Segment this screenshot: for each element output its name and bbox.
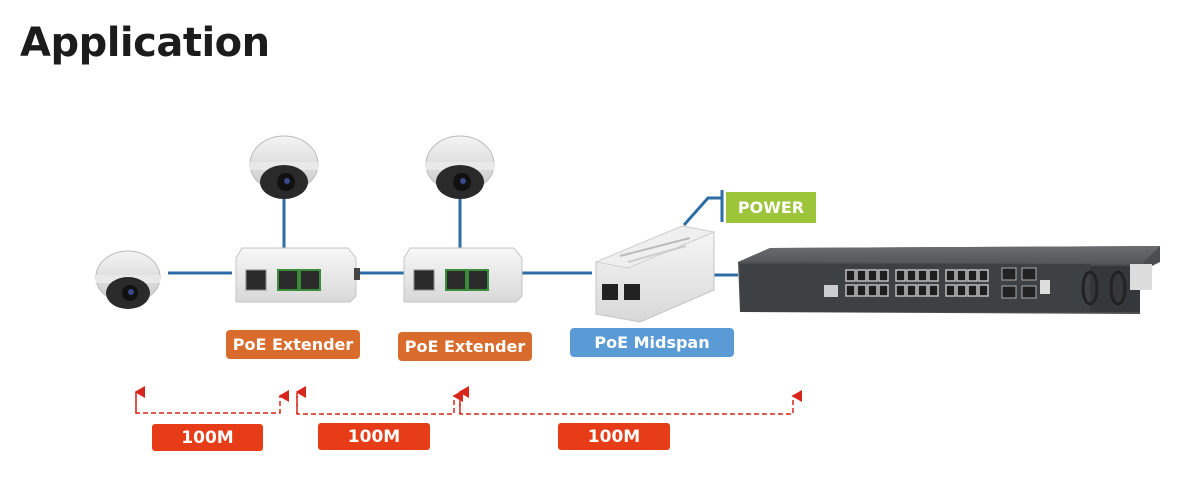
- switch-port: [856, 284, 867, 297]
- camera-icon: [249, 135, 319, 199]
- poe-extender-icon: [403, 247, 523, 303]
- distance-bracket-3: [459, 390, 802, 415]
- cables: [168, 190, 738, 277]
- switch-port: [867, 284, 878, 297]
- switch-port: [878, 284, 889, 297]
- switch-port: [878, 269, 889, 282]
- switch-port: [895, 269, 906, 282]
- switch-port: [928, 284, 939, 297]
- switch-port: [978, 284, 989, 297]
- distance-label-3: 100M: [558, 423, 670, 450]
- switch-port: [967, 284, 978, 297]
- poe-extender-1-label: PoE Extender: [226, 330, 360, 359]
- poe-midspan-label: PoE Midspan: [570, 328, 734, 357]
- distance-label-2: 100M: [318, 423, 430, 450]
- camera-icon: [95, 250, 161, 309]
- network-switch-icon: [738, 246, 1160, 314]
- cable-power: [682, 196, 722, 226]
- distance-bracket-1: [135, 390, 289, 414]
- switch-port: [917, 284, 928, 297]
- distance-label-1: 100M: [152, 424, 263, 451]
- switch-port: [895, 284, 906, 297]
- switch-port: [845, 269, 856, 282]
- switch-port: [945, 269, 956, 282]
- switch-port: [956, 284, 967, 297]
- poe-midspan-icon: [594, 225, 716, 323]
- switch-port: [917, 269, 928, 282]
- switch-port: [967, 269, 978, 282]
- switch-port: [856, 269, 867, 282]
- switch-port: [867, 269, 878, 282]
- switch-port: [956, 269, 967, 282]
- switch-port: [845, 284, 856, 297]
- switch-port: [906, 269, 917, 282]
- page-title: Application: [20, 20, 270, 66]
- switch-port: [928, 269, 939, 282]
- distance-bracket-2: [296, 390, 463, 415]
- distance-markers: [134, 386, 802, 415]
- power-label: POWER: [726, 192, 816, 223]
- camera-icon: [425, 135, 495, 199]
- poe-extender-2-label: PoE Extender: [398, 332, 532, 361]
- switch-port: [906, 284, 917, 297]
- switch-port: [978, 269, 989, 282]
- poe-extender-icon: [235, 247, 360, 303]
- switch-port: [945, 284, 956, 297]
